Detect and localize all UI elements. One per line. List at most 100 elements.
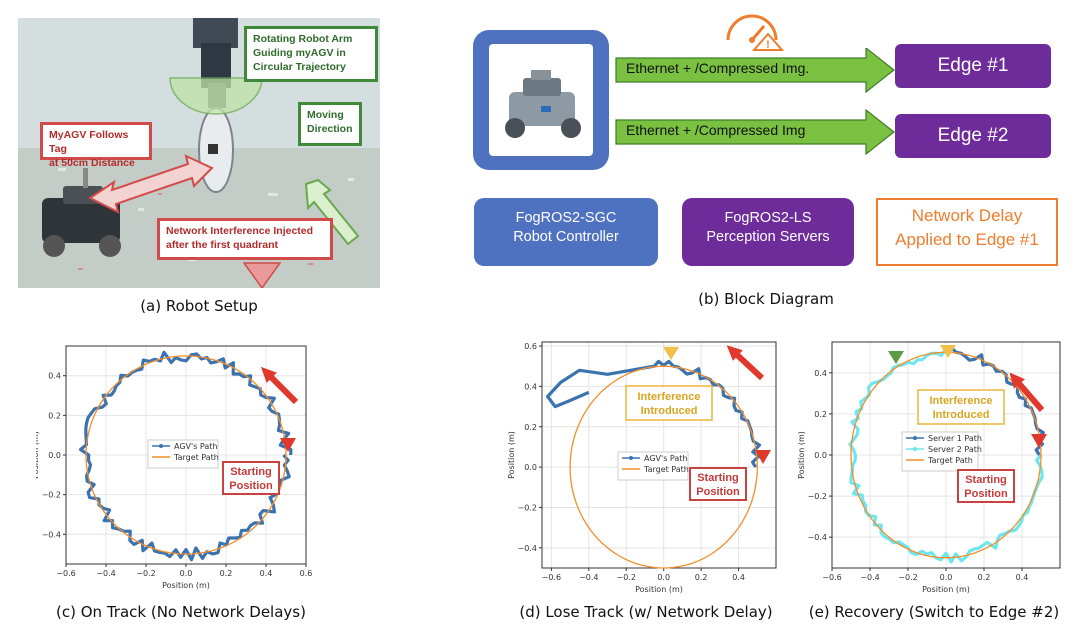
edge-1-box: Edge #1	[895, 44, 1051, 88]
sgc-line1: FogROS2-SGC	[515, 210, 617, 226]
starting-label-line2: Position	[696, 486, 740, 498]
switch-marker	[888, 351, 904, 364]
tick-label-x: −0.6	[56, 569, 75, 578]
link-label-1: Ethernet + /Compressed Img.	[626, 60, 810, 76]
svg-text:!: !	[766, 39, 770, 51]
tick-label-x: 0.2	[978, 573, 991, 582]
series-line-1	[569, 365, 758, 569]
starting-label-line1: Starting	[965, 474, 1007, 486]
interference-marker	[940, 345, 956, 358]
tick-label-x: −0.4	[579, 573, 598, 582]
x-axis-label: Position (m)	[162, 581, 210, 590]
legend-marker-0	[159, 444, 163, 448]
link-arrow-2	[615, 108, 895, 156]
start-marker	[755, 450, 771, 464]
tick-label-x: 0.0	[657, 573, 670, 582]
interference-line2: Introduced	[641, 405, 698, 417]
legend-marker-0	[913, 436, 917, 440]
interference-box	[917, 389, 1005, 425]
tick-label-y: −0.2	[808, 492, 827, 501]
series-line-1	[848, 348, 1044, 564]
interference-marker	[663, 347, 679, 360]
legend-label-2: Target Path	[927, 456, 973, 465]
tick-label-y: 0.4	[524, 382, 537, 391]
tick-label-x: −0.2	[898, 573, 917, 582]
tick-label-y: 0.2	[814, 410, 827, 419]
series-line-2	[850, 351, 1042, 559]
start-marker	[280, 438, 296, 452]
tick-label-x: 0.6	[300, 569, 313, 578]
robot-car-illustration	[505, 70, 581, 138]
delay-line2: Applied to Edge #1	[895, 230, 1039, 249]
starting-position-box	[222, 461, 280, 495]
legend-marker-1	[913, 447, 917, 451]
network-delay-box: Network Delay Applied to Edge #1	[876, 198, 1058, 266]
callout-rotating-arm-line2: Guiding myAGV in	[253, 47, 346, 59]
tick-label-y: 0.2	[524, 423, 537, 432]
legend-label-0: Server 1 Path	[928, 434, 982, 443]
direction-arrow-head	[260, 366, 277, 383]
tick-label-x: −0.4	[96, 569, 115, 578]
tick-label-x: 0.4	[732, 573, 745, 582]
tick-label-y: 0.0	[524, 463, 537, 472]
callout-interference-line1: Network Interference Injected	[166, 225, 314, 237]
callout-rotating-arm-line3: Circular Trajectory	[253, 61, 346, 73]
callout-follows-tag-line2: at 50cm Distance	[49, 157, 135, 169]
starting-position-box	[689, 467, 747, 501]
tick-label-x: 0.2	[220, 569, 233, 578]
start-marker	[1031, 434, 1047, 448]
callout-moving-direction-line1: Moving	[307, 109, 344, 121]
y-axis-label: Position (m)	[36, 431, 40, 479]
tick-label-y: 0.6	[524, 342, 537, 351]
starting-position-box	[957, 469, 1015, 503]
callout-interference-line2: after the first quadrant	[166, 239, 279, 251]
tick-label-y: −0.2	[518, 503, 537, 512]
x-axis-label: Position (m)	[635, 585, 683, 594]
delay-line1: Network Delay	[911, 206, 1023, 225]
legend-label-1: Server 2 Path	[928, 445, 982, 454]
callout-follows-tag-line1: MyAGV Follows Tag	[49, 129, 129, 155]
callout-follows-tag: MyAGV Follows Tag at 50cm Distance	[40, 122, 152, 169]
starting-label-line1: Starting	[697, 472, 739, 484]
direction-arrow	[265, 371, 299, 405]
caption-c: (c) On Track (No Network Delays)	[56, 603, 306, 621]
starting-label-line1: Starting	[230, 466, 272, 478]
tick-label-x: −0.6	[542, 573, 561, 582]
y-axis-label: Position (m)	[797, 431, 806, 479]
speedometer-warning-icon: !	[726, 14, 785, 51]
callout-interference: Network Interference Injected after the …	[157, 218, 333, 260]
tick-label-x: −0.2	[136, 569, 155, 578]
callout-moving-direction-line2: Direction	[307, 123, 353, 135]
link-arrows	[615, 48, 895, 156]
tick-label-x: −0.4	[860, 573, 879, 582]
series-line-0	[945, 345, 1045, 456]
caption-b: (b) Block Diagram	[698, 290, 834, 308]
legend-label-0: AGV's Path	[174, 442, 218, 451]
tick-label-x: −0.2	[617, 573, 636, 582]
tick-label-y: 0.4	[814, 369, 827, 378]
tick-label-y: −0.4	[808, 533, 827, 542]
interference-line1: Interference	[930, 395, 993, 407]
interference-box	[625, 385, 713, 421]
tick-label-y: 0.4	[48, 372, 61, 381]
link-label-2: Ethernet + /Compressed Img	[626, 122, 806, 138]
tick-label-y: −0.4	[42, 530, 61, 539]
caption-d: (d) Lose Track (w/ Network Delay)	[519, 603, 773, 621]
tick-label-x: −0.6	[822, 573, 841, 582]
legend-label-1: Target Path	[643, 465, 689, 474]
callout-rotating-arm-line1: Rotating Robot Arm	[253, 33, 353, 45]
tick-label-y: 0.2	[48, 411, 61, 420]
direction-arrow-head	[726, 345, 743, 361]
legend-label-1: Target Path	[173, 453, 219, 462]
link-arrow-1	[615, 48, 895, 94]
sgc-controller-box: FogROS2-SGC Robot Controller	[474, 198, 658, 266]
tick-label-x: 0.4	[1016, 573, 1029, 582]
ls-servers-box: FogROS2-LS Perception Servers	[682, 198, 854, 266]
ls-line1: FogROS2-LS	[724, 210, 812, 226]
callout-moving-direction: Moving Direction	[298, 102, 362, 146]
direction-arrow	[1013, 378, 1045, 412]
tick-label-y: 0.0	[48, 451, 61, 460]
